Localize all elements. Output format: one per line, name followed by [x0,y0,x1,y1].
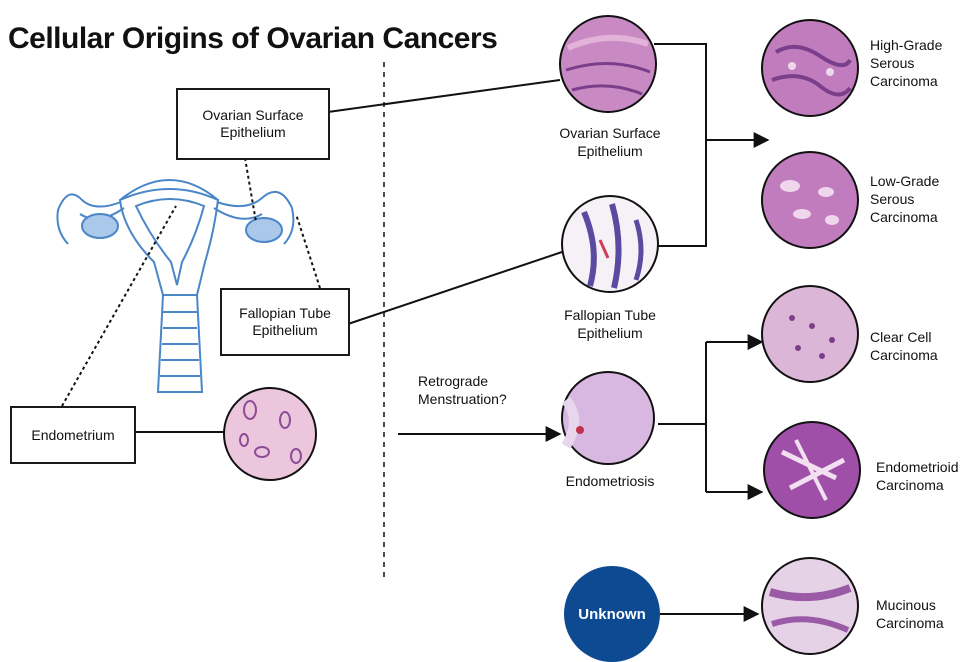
fallopian-box-connector [348,252,562,324]
caption-fallopian-tube: Fallopian Tube Epithelium [548,306,672,342]
right-ovary [246,218,282,242]
box-label-line: Epithelium [239,322,331,339]
label-low-grade-serous: Low-Grade Serous Carcinoma [870,172,974,227]
outcome-line: Serous [870,190,974,208]
outcome-line: Clear Cell [870,328,974,346]
unknown-label: Unknown [578,606,646,623]
caption-line: Endometriosis [566,473,655,489]
tissue-ovarian-surface [560,16,656,112]
caption-ovarian-surface: Ovarian Surface Epithelium [548,124,672,160]
outcome-line: Carcinoma [870,72,974,90]
caption-line: Epithelium [548,324,672,342]
unknown-origin-node: Unknown [564,566,660,662]
tissue-endometriosis [562,372,654,464]
outcome-line: Serous [870,54,974,72]
outcome-line: Carcinoma [870,346,974,364]
ovarian-box-pointer [245,158,256,222]
box-label-line: Ovarian Surface [202,107,303,124]
label-mucinous: Mucinous Carcinoma [876,596,976,632]
outcome-line: High-Grade [870,36,974,54]
caption-retrograde: Retrograde Menstruation? [418,372,538,408]
caption-line: Fallopian Tube [548,306,672,324]
tissue-fallopian-tube [562,196,658,292]
outcome-line: Carcinoma [876,476,976,494]
tissue-endometrium [224,388,316,480]
tissue-mucinous [762,558,858,654]
label-endometrioid: Endometrioid Carcinoma [876,458,976,494]
caption-line: Ovarian Surface [548,124,672,142]
caption-endometriosis: Endometriosis [548,472,672,490]
fallopian-box-pointer [296,214,320,288]
tissue-clear-cell [762,286,858,382]
outcome-line: Carcinoma [876,614,976,632]
outcome-line: Carcinoma [870,208,974,226]
box-label-line: Fallopian Tube [239,305,331,322]
label-clear-cell: Clear Cell Carcinoma [870,328,974,364]
box-label-line: Epithelium [202,124,303,141]
tissue-high-grade-serous [762,20,858,116]
label-high-grade-serous: High-Grade Serous Carcinoma [870,36,974,91]
caption-line: Menstruation? [418,390,538,408]
left-ovary [82,214,118,238]
outcome-line: Low-Grade [870,172,974,190]
endometrium-box: Endometrium [10,406,136,464]
ovarian-box-connector [328,80,560,112]
box-label: Endometrium [31,427,114,444]
uterus-illustration [57,180,293,392]
outcome-line: Endometrioid [876,458,976,476]
tissue-low-grade-serous [762,152,858,248]
caption-line: Retrograde [418,372,538,390]
tissue-endometrioid [764,422,860,518]
outcome-line: Mucinous [876,596,976,614]
caption-line: Epithelium [548,142,672,160]
